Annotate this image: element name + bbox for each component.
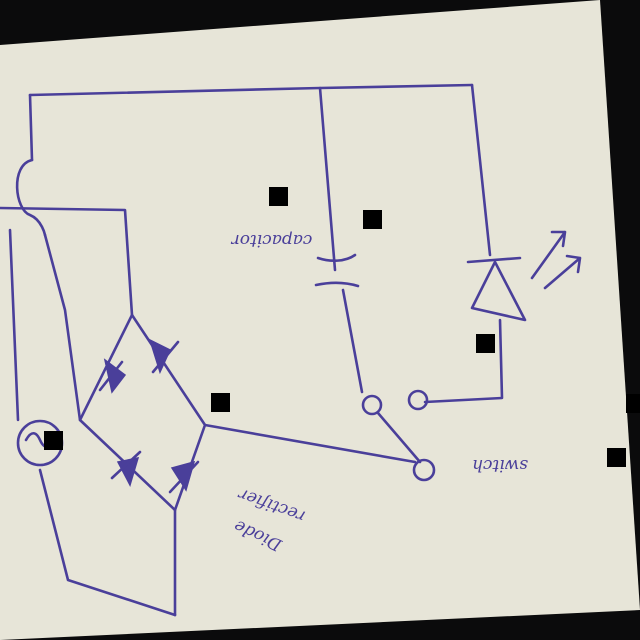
diode-bar (151, 340, 180, 374)
diode-icon (116, 457, 140, 487)
occluder (607, 448, 626, 467)
led-arrow-icon (543, 254, 582, 290)
diode-icon (103, 358, 127, 394)
switch-lever (376, 411, 422, 464)
led-bottom-wire (423, 318, 504, 404)
occluder (44, 431, 63, 450)
left-top-wire (28, 93, 34, 162)
diode-icon (170, 460, 196, 492)
diode-icon (148, 338, 171, 375)
led (466, 230, 582, 322)
occluder (269, 187, 288, 206)
capacitor-plate-top (316, 253, 357, 262)
led-top-wire (470, 83, 492, 257)
capacitor-label: capacitor (231, 230, 313, 250)
switch (361, 389, 436, 482)
diode-bar (168, 460, 200, 494)
led-triangle (470, 260, 527, 322)
left-outer-wire (8, 228, 20, 422)
secondary-wire (0, 206, 134, 317)
switch-contact (361, 394, 383, 416)
switch-contact (412, 458, 436, 482)
occluder (626, 394, 640, 413)
occluder (211, 393, 230, 412)
output-wire (203, 423, 417, 464)
capacitor-top-wire (318, 86, 337, 272)
led-bar (466, 256, 522, 264)
occluder (476, 334, 495, 353)
led-arrow-icon (530, 230, 567, 280)
diode-bar (110, 450, 142, 480)
capacitor-bottom-wire (341, 288, 364, 394)
capacitor-plate-bottom (314, 281, 360, 288)
capacitor (314, 253, 360, 288)
coil-symbol (15, 158, 47, 237)
bottom-wire (38, 468, 177, 617)
occluders (44, 187, 640, 467)
left-inner-wire (43, 233, 82, 422)
bridge-rectifier (78, 313, 207, 617)
occluder (363, 210, 382, 229)
diode-bar (98, 360, 124, 392)
switch-label: switch (472, 455, 528, 475)
switch-contact (407, 389, 429, 411)
circuit-wires (0, 83, 504, 617)
